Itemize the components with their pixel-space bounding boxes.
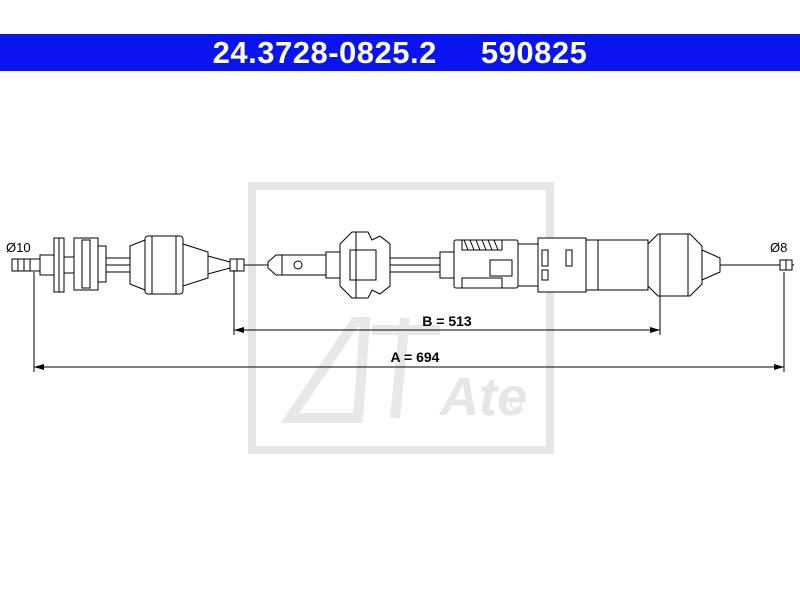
grommet-left [73, 237, 130, 291]
left-end-fitting [11, 237, 75, 293]
dimension-b [233, 270, 661, 335]
dimension-a-label: A = 694 [391, 349, 440, 365]
self-adjuster [439, 237, 649, 293]
ate-watermark: Ate [248, 182, 554, 454]
watermark-brand: Ate [438, 367, 527, 427]
bracket-clip [339, 231, 440, 299]
dimension-b-label: B = 513 [422, 313, 472, 329]
dimension-a [33, 272, 785, 372]
small-sleeve [229, 258, 245, 272]
watermark-logo-mark [280, 317, 440, 423]
rubber-boot-left [129, 235, 231, 295]
left-diameter-label: Ø10 [6, 240, 31, 255]
part-number: 24.3728-0825.2 [212, 34, 437, 70]
right-diameter-label: Ø8 [770, 240, 787, 255]
watermark-registered-mark [510, 398, 522, 410]
rubber-boot-right [647, 233, 721, 297]
watermark-frame [248, 182, 554, 454]
reference-number: 590825 [480, 34, 588, 70]
adjuster-tube [267, 251, 341, 279]
header-bar: 24.3728-0825.2 590825 [0, 34, 800, 71]
right-end-fitting [779, 259, 793, 271]
